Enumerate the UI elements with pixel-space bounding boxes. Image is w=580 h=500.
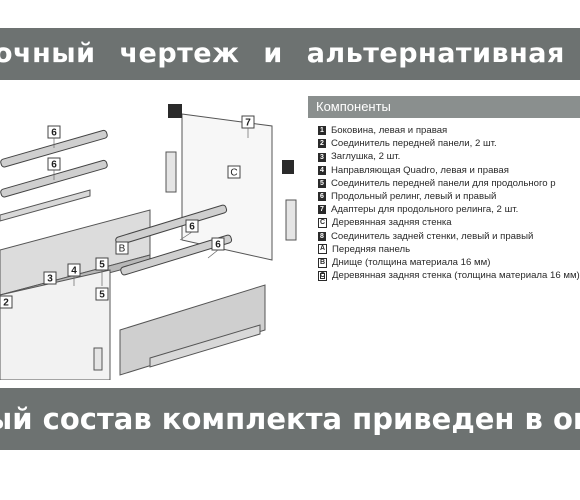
callout-label: 6 bbox=[51, 128, 57, 139]
callout-label: B bbox=[119, 244, 126, 255]
front-panel-outline bbox=[0, 269, 111, 380]
top-banner-text: очный чертеж и альтернативная комплект bbox=[0, 38, 580, 69]
callout-label: 7 bbox=[245, 118, 251, 129]
callout-label: 5 bbox=[99, 260, 105, 271]
legend-marker: 4 bbox=[318, 165, 326, 175]
callout-box: 3 bbox=[43, 271, 57, 285]
bottom-banner-text: ый состав комплекта приведен в описании … bbox=[0, 402, 580, 436]
callout-label: 6 bbox=[215, 240, 221, 251]
legend-marker: 1 bbox=[318, 126, 326, 136]
legend-item: 7 Адаптеры для продольного релинга, 2 шт. bbox=[318, 203, 580, 216]
legend-item: C Деревянная задняя стенка (толщина матер… bbox=[318, 269, 580, 282]
callout-label: 3 bbox=[47, 274, 53, 285]
back-connector-right bbox=[285, 199, 297, 241]
callout-box: C bbox=[227, 165, 241, 179]
callout-box: 5 bbox=[95, 257, 109, 271]
legend-marker: 8 bbox=[318, 231, 326, 241]
legend-item-text: Соединитель передней панели, 2 шт. bbox=[331, 138, 497, 150]
callout-box: 6 bbox=[47, 157, 61, 171]
callout-box: 6 bbox=[47, 125, 61, 139]
rear-adapter-icon bbox=[282, 160, 294, 174]
legend-marker: C bbox=[318, 270, 327, 281]
callout-label: C bbox=[230, 168, 237, 179]
legend-item-text: Адаптеры для продольного релинга, 2 шт. bbox=[331, 204, 519, 216]
callout-box: B bbox=[115, 241, 129, 255]
legend-item: 5 Соединитель передней панели для продоль… bbox=[318, 177, 580, 190]
legend-item: C Деревянная задняя стенка bbox=[318, 216, 580, 229]
callout-label: 5 bbox=[99, 290, 105, 301]
front-connector bbox=[93, 347, 103, 371]
bottom-banner: ый состав комплекта приведен в описании … bbox=[0, 388, 580, 450]
callout-box: 4 bbox=[67, 263, 81, 277]
top-banner: очный чертеж и альтернативная комплект bbox=[0, 28, 580, 80]
legend-marker: B bbox=[318, 257, 327, 268]
drawer-side-right bbox=[119, 284, 266, 376]
railing-rod bbox=[120, 234, 233, 276]
legend-marker: C bbox=[318, 218, 327, 229]
legend-marker: 7 bbox=[318, 205, 326, 215]
legend-item-text: Деревянная задняя стенка bbox=[332, 217, 452, 229]
back-connector-left bbox=[165, 151, 177, 193]
callout-label: 6 bbox=[189, 222, 195, 233]
legend-item-text: Соединитель передней панели для продольн… bbox=[331, 177, 556, 189]
legend-item-text: Боковина, левая и правая bbox=[331, 125, 448, 136]
guide-rail-left bbox=[0, 189, 91, 222]
legend-item-text: Днище (толщина материала 16 мм) bbox=[332, 257, 491, 269]
railing-rod bbox=[0, 129, 108, 168]
legend-item-text: Заглушка, 2 шт. bbox=[331, 151, 401, 163]
callout-label: 2 bbox=[3, 298, 9, 309]
legend-item-text: Направляющая Quadro, левая и правая bbox=[331, 164, 509, 176]
legend-marker: 6 bbox=[318, 192, 326, 202]
legend-marker: 3 bbox=[318, 152, 326, 162]
callout-box: 5 bbox=[95, 287, 109, 301]
legend-item: B Днище (толщина материала 16 мм) bbox=[318, 256, 580, 269]
callout-label: 4 bbox=[71, 266, 77, 277]
legend-item: 8 Соединитель задней стенки, левый и прав… bbox=[318, 230, 580, 243]
legend-item: 1 Боковина, левая и правая bbox=[318, 124, 580, 137]
callout-label: 6 bbox=[51, 160, 57, 171]
legend-marker: A bbox=[318, 244, 327, 255]
legend-item: 3 Заглушка, 2 шт. bbox=[318, 150, 580, 163]
callout-box: 2 bbox=[0, 295, 13, 309]
guide-rail-right bbox=[149, 324, 261, 368]
callout-box: 6 bbox=[185, 219, 199, 233]
legend-marker: 2 bbox=[318, 139, 326, 149]
legend-item: 4 Направляющая Quadro, левая и правая bbox=[318, 164, 580, 177]
legend-title: Компоненты bbox=[308, 96, 580, 118]
legend-item: 6 Продольный релинг, левый и правый bbox=[318, 190, 580, 203]
legend-marker: 5 bbox=[318, 178, 326, 188]
legend-item-text: Передняя панель bbox=[332, 243, 411, 255]
assembly-drawing: 6 6 7 C 6 6 B 4 bbox=[0, 104, 297, 380]
legend-item-text: Соединитель задней стенки, левый и правы… bbox=[331, 230, 534, 242]
legend-item: 2 Соединитель передней панели, 2 шт. bbox=[318, 137, 580, 150]
legend-item-text: Продольный релинг, левый и правый bbox=[331, 191, 497, 203]
rear-adapter-icon bbox=[168, 104, 182, 118]
legend-item-text: Деревянная задняя стенка (толщина матери… bbox=[332, 270, 580, 282]
callout-box: 7 bbox=[241, 115, 255, 129]
callout-box: 6 bbox=[211, 237, 225, 251]
legend-item: A Передняя панель bbox=[318, 243, 580, 256]
